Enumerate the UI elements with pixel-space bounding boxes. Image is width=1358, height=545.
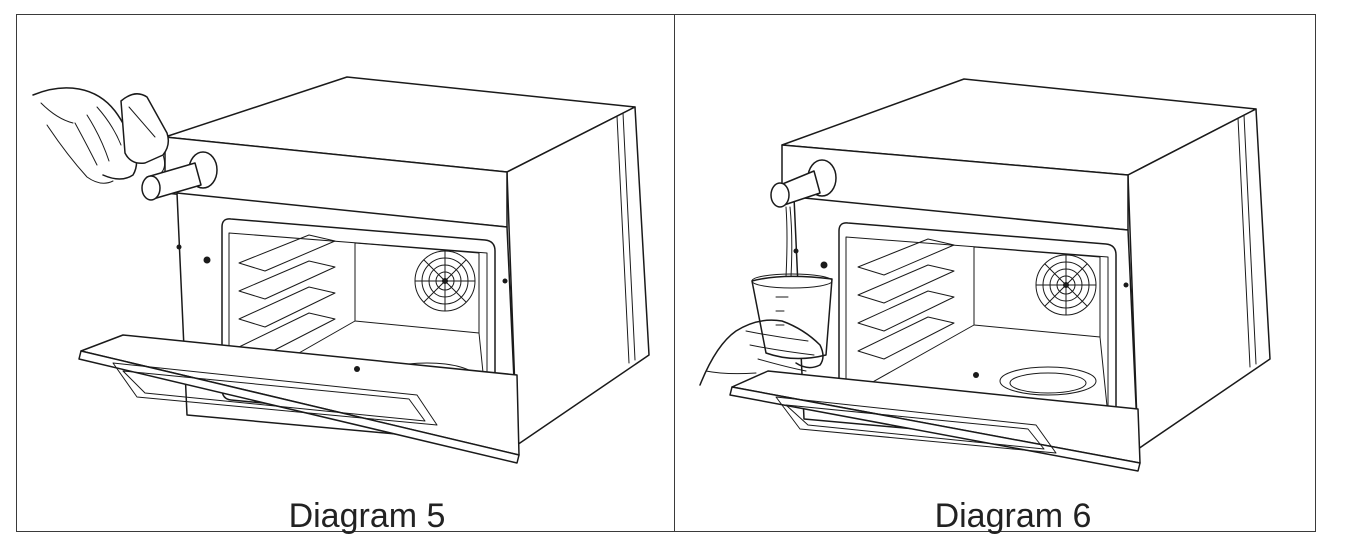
panel-divider (674, 14, 675, 532)
open-door (729, 370, 1141, 472)
water-inlet (770, 159, 837, 208)
rack-rails (857, 238, 955, 360)
diagram-5-caption: Diagram 5 (288, 497, 446, 535)
diagram-5-panel: Diagram 5 (17, 15, 673, 535)
hand-holding-cup (699, 273, 833, 386)
diagram-5-illustration (32, 76, 650, 464)
water-stream (785, 206, 793, 278)
diagram-6-illustration (699, 78, 1271, 472)
diagram-frame (16, 14, 1316, 532)
diagram-6-panel: Diagram 6 (676, 15, 1316, 535)
diagram-6-caption: Diagram 6 (934, 497, 1092, 535)
water-inlet (141, 151, 218, 201)
hand-pouring-jug (32, 87, 170, 184)
fan-icon (414, 250, 476, 312)
open-door (78, 334, 520, 464)
fan-icon (1035, 254, 1097, 316)
